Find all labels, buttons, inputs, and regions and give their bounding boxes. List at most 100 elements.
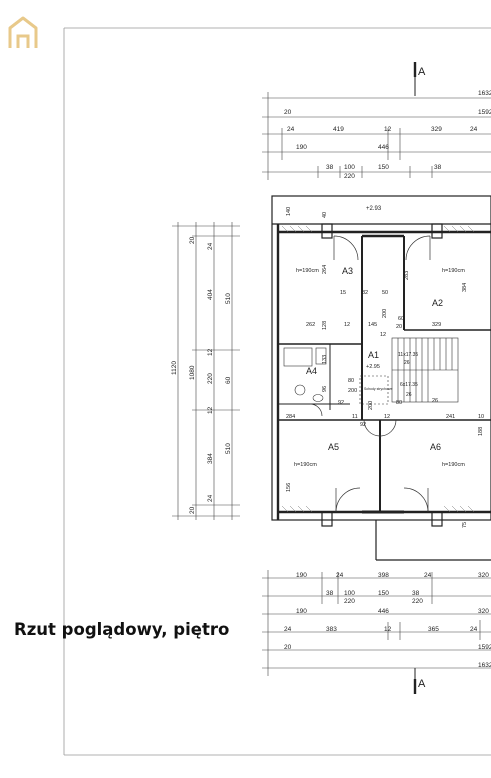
dim-bot-r2-2: 150 [378,590,389,597]
dim-top-r3-0: 38 [326,164,334,171]
dim-in-15: 15 [340,290,346,296]
building-walls [271,195,491,561]
room-height-a3: h=190cm [296,268,319,274]
dim-top-r3-3: 38 [434,164,442,171]
dim-bot-total-b: 1592 [478,644,491,651]
dim-in-80a: 80 [348,378,354,384]
dim-bot-r4-2: 12 [384,626,392,633]
dim-bot-r4-0: 24 [284,626,292,633]
drawing-caption: Rzut poglądowy, piętro [14,620,230,639]
dim-bot-r4-4: 24 [470,626,478,633]
room-label-a1: A1 [368,350,379,360]
dim-bot-r2-3: 38 [412,590,420,597]
room-height-a5: h=190cm [294,462,317,468]
house-outline-logo [8,16,38,48]
dim-in-80b: 80 [396,400,402,406]
dim-left-c1-1: 24 [207,242,214,250]
door-swings [309,235,431,513]
dim-in-12b: 12 [380,332,386,338]
dim-in-96: 96 [322,386,328,392]
dim-in-329: 329 [432,322,441,328]
dim-top-r2-1: 446 [378,144,389,151]
dim-bot-r3-0: 190 [296,608,307,615]
dim-top-r1-1: 24 [287,126,295,133]
dim-bot-r2-4: 220 [344,598,355,605]
dim-in-40: 40 [322,212,328,218]
dim-bot-r4-1: 383 [326,626,337,633]
dim-bot-r2-1: 100 [344,590,355,597]
dim-top-r3-4: 220 [344,173,355,180]
dim-top-r1-4: 329 [431,126,442,133]
dim-in-20: 20 [396,324,402,330]
dim-in-200a: 200 [382,309,388,318]
dim-left-c2-0: 510 [225,293,232,304]
dim-top-r3-2: 150 [378,164,389,171]
dim-in-188: 188 [478,427,484,436]
level-top: +2.93 [366,206,382,212]
stairs-spec-b: 6x17.35 [400,382,418,388]
section-label-bottom: A [418,678,426,690]
dim-in-262: 262 [306,322,315,328]
room-label-a5: A5 [328,442,339,452]
dim-bot-r1-4: 320 [478,572,489,579]
dim-left-c1-8: 20 [189,506,196,514]
dim-top-total-b: 1592 [478,109,491,116]
room-height-a2: h=190cm [442,268,465,274]
dim-in-283: 283 [404,271,410,280]
dim-left-c1-5: 12 [207,406,214,414]
dim-top-r1-0: 20 [284,109,292,116]
dim-bot-r1-3: 24 [424,572,432,579]
dim-in-26: 26 [432,398,438,404]
dim-left-outer: 1120 [171,361,178,375]
dim-in-82: 82 [362,290,368,296]
stairs-spec-a: 11x17.35 [398,352,418,358]
dim-left-c2-2: 510 [225,443,232,454]
dim-in-12a: 12 [344,322,350,328]
dimension-lines-top [262,92,491,180]
chimney-columns [321,223,443,527]
room-label-a4: A4 [306,366,317,376]
room-height-a6: h=190cm [442,462,465,468]
dim-bot-edge: 20 [284,644,292,651]
dim-left-c1-3: 12 [207,348,214,356]
dim-in-145: 145 [368,322,377,328]
stairs-spec-d: 26 [406,392,412,398]
dim-bot-r3-1: 446 [378,608,389,615]
section-label-top: A [418,66,426,78]
dim-left-c1-0: 20 [189,236,196,244]
dim-in-284: 284 [286,414,295,420]
dim-in-10: 10 [478,414,484,420]
dim-top-r1-5: 24 [470,126,478,133]
dim-in-384: 384 [462,283,468,292]
dim-in-140: 140 [286,207,292,216]
stairs-spec-c: 26 [404,360,410,366]
dim-in-92: 92 [338,400,344,406]
dim-bot-r1-2: 398 [378,572,389,579]
dim-in-60: 60 [398,316,404,322]
dim-bot-r4-3: 365 [428,626,439,633]
room-label-a6: A6 [430,442,441,452]
dim-in-133: 133 [322,355,328,364]
dim-top-r2-0: 190 [296,144,307,151]
dim-bot-r2-0: 38 [326,590,334,597]
attic-hatch-label: Schody strychowe [364,387,392,391]
section-marker-top: A [413,62,426,96]
sheet-frame [63,27,491,756]
dim-top-total-a: 1632 [478,90,491,97]
dim-in-75: 75 [462,522,468,528]
dim-top-r1-2: 419 [333,126,344,133]
room-label-a3: A3 [342,266,353,276]
dim-top-r1-3: 12 [384,126,392,133]
dim-in-156: 156 [286,483,292,492]
dim-in-92b: 92 [360,422,366,428]
level-a1: +2.95 [366,364,380,370]
dimension-lines-bottom [262,570,491,676]
dim-left-c2-1: 60 [225,376,232,384]
dim-in-241: 241 [446,414,455,420]
dim-left-c1-2: 404 [207,289,214,300]
dim-bot-r2-5: 220 [412,598,423,605]
dim-left-c1-4: 220 [207,373,214,384]
staircase [359,337,459,405]
dim-in-50: 50 [382,290,388,296]
